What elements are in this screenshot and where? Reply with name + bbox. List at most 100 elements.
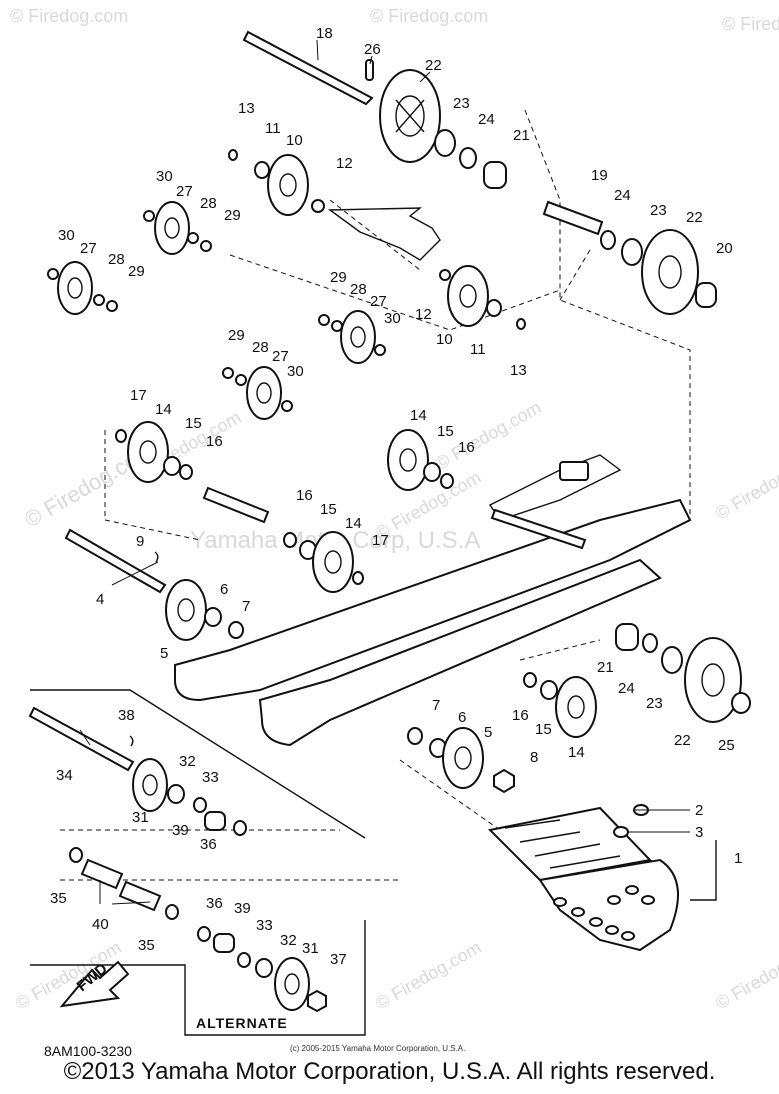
part-label: 15	[185, 415, 202, 432]
washer-24-upper	[459, 147, 477, 169]
part-label: 1	[734, 850, 742, 867]
part-label: 23	[453, 95, 470, 112]
watermark-top-1: © Firedog.com	[10, 6, 128, 26]
part-label: 7	[432, 697, 440, 714]
part-label: 35	[138, 937, 155, 954]
part-label: 27	[80, 240, 97, 257]
pin-9	[154, 551, 159, 563]
part-label: 35	[50, 890, 67, 907]
nut-13-mid	[516, 318, 526, 330]
washer-30-d	[281, 400, 293, 412]
slide-rail-frame	[174, 454, 692, 747]
part-label: 29	[128, 263, 145, 280]
part-label: 6	[220, 581, 228, 598]
part-label: 16	[206, 433, 223, 450]
washer-24-right	[600, 230, 616, 250]
alternate-label: ALTERNATE	[196, 1015, 288, 1031]
part-label: 15	[535, 721, 552, 738]
track-clips	[553, 885, 655, 941]
part-label: 27	[370, 293, 387, 310]
part-label: 17	[372, 532, 389, 549]
leader-lines	[79, 39, 690, 905]
part-label: 36	[200, 836, 217, 853]
spacer-39-upper	[204, 811, 226, 831]
shaft-19	[542, 200, 604, 236]
washer-36-upper	[233, 820, 247, 836]
nut-17-left	[115, 429, 127, 443]
part-label: 14	[155, 401, 172, 418]
wheel-10-mid	[447, 265, 489, 327]
washer-30-c	[374, 344, 386, 356]
part-label: 21	[513, 127, 530, 144]
part-label: 33	[256, 917, 273, 934]
washer-36-lower	[197, 926, 211, 942]
part-label: 27	[176, 183, 193, 200]
bearing-23-lower	[661, 646, 683, 674]
track-segment	[487, 804, 717, 952]
small-copyright: (c) 2005-2015 Yamaha Motor Corporation, …	[290, 1044, 466, 1053]
part-label: 21	[597, 659, 614, 676]
bearing-15-left	[163, 456, 181, 476]
bearing-6-upper	[204, 607, 222, 627]
part-label: 24	[618, 680, 635, 697]
collar-16-right	[440, 473, 454, 489]
watermark-top-2: © Firedog.com	[370, 6, 488, 26]
shaft-4	[64, 528, 167, 594]
key-26	[365, 59, 374, 81]
collar-7-lower	[407, 727, 423, 745]
part-label: 15	[437, 423, 454, 440]
washer-30-a	[143, 210, 155, 222]
part-label: 22	[425, 57, 442, 74]
collar-11-mid	[486, 299, 502, 317]
bearing-23-upper	[434, 129, 456, 157]
wheel-5-lower	[442, 727, 484, 789]
part-label: 23	[646, 695, 663, 712]
part-label: 29	[228, 327, 245, 344]
part-label: 40	[92, 916, 109, 933]
part-label: 36	[206, 895, 223, 912]
part-label: 16	[296, 487, 313, 504]
bolt-12-mid	[439, 269, 451, 281]
bearing-15-lower	[540, 680, 558, 700]
part-label: 2	[695, 802, 703, 819]
washer-29-a	[200, 240, 212, 252]
part-label: 28	[350, 281, 367, 298]
part-label: 28	[108, 251, 125, 268]
washer-28-b	[93, 294, 105, 306]
washer-30-b	[47, 268, 59, 280]
part-label: 30	[58, 227, 75, 244]
bearing-23-right	[621, 238, 643, 266]
shaft-18	[242, 30, 374, 106]
collar-33-upper	[193, 797, 207, 813]
collar-25	[731, 692, 751, 714]
part-label: 5	[160, 645, 168, 662]
part-label: 24	[614, 187, 631, 204]
part-label: 11	[265, 120, 281, 137]
part-label: 12	[336, 155, 353, 172]
spacer-39-lower	[213, 933, 235, 953]
bracket-1	[690, 840, 717, 901]
collar-11-upper	[254, 161, 270, 179]
collar-16-left	[179, 464, 193, 480]
part-label: 10	[436, 331, 453, 348]
wheel-14-mid	[312, 531, 354, 593]
clip-3	[613, 826, 629, 838]
watermark-right-mid: © Firedog.com	[712, 447, 779, 523]
washer-24-lower	[642, 633, 658, 653]
part-label: 11	[470, 341, 486, 358]
part-label: 22	[686, 209, 703, 226]
part-label: 38	[118, 707, 135, 724]
wheel-27-a	[154, 201, 190, 255]
wheel-5-upper	[165, 579, 207, 641]
part-label: 27	[272, 348, 289, 365]
part-label: 6	[458, 709, 466, 726]
collar-21-lower	[615, 623, 639, 651]
collar-16-mid	[283, 532, 297, 548]
part-label: 15	[320, 501, 337, 518]
bearing-15-right	[423, 462, 441, 482]
part-label: 30	[287, 363, 304, 380]
shaft-40-a	[80, 858, 124, 890]
washer-28-c	[331, 320, 343, 332]
part-label: 16	[512, 707, 529, 724]
